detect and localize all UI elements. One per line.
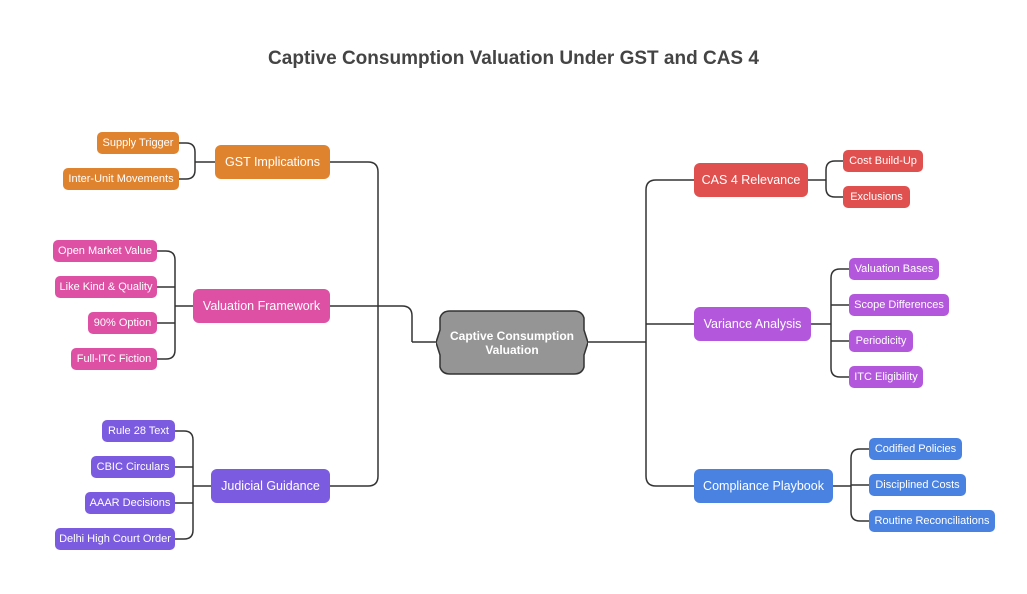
- central-node-label: Captive Consumption Valuation: [449, 328, 574, 357]
- leaf-rule-28-text[interactable]: Rule 28 Text: [102, 420, 175, 442]
- leaf-exclusions[interactable]: Exclusions: [843, 186, 910, 208]
- leaf-90-percent-option[interactable]: 90% Option: [88, 312, 157, 334]
- leaf-aaar-decisions[interactable]: AAAR Decisions: [85, 492, 175, 514]
- leaf-itc-eligibility[interactable]: ITC Eligibility: [849, 366, 923, 388]
- branch-judicial-guidance[interactable]: Judicial Guidance: [211, 469, 330, 503]
- branch-variance-analysis[interactable]: Variance Analysis: [694, 307, 811, 341]
- leaf-valuation-bases[interactable]: Valuation Bases: [849, 258, 939, 280]
- leaf-delhi-high-court-order[interactable]: Delhi High Court Order: [55, 528, 175, 550]
- leaf-open-market-value[interactable]: Open Market Value: [53, 240, 157, 262]
- central-node[interactable]: Captive Consumption Valuation: [436, 310, 588, 375]
- branch-valuation-framework[interactable]: Valuation Framework: [193, 289, 330, 323]
- leaf-full-itc-fiction[interactable]: Full-ITC Fiction: [71, 348, 157, 370]
- leaf-codified-policies[interactable]: Codified Policies: [869, 438, 962, 460]
- leaf-routine-reconciliations[interactable]: Routine Reconciliations: [869, 510, 995, 532]
- leaf-supply-trigger[interactable]: Supply Trigger: [97, 132, 179, 154]
- leaf-scope-differences[interactable]: Scope Differences: [849, 294, 949, 316]
- leaf-cbic-circulars[interactable]: CBIC Circulars: [91, 456, 175, 478]
- leaf-cost-build-up[interactable]: Cost Build-Up: [843, 150, 923, 172]
- leaf-inter-unit-movements[interactable]: Inter-Unit Movements: [63, 168, 179, 190]
- leaf-like-kind-quality[interactable]: Like Kind & Quality: [55, 276, 157, 298]
- leaf-disciplined-costs[interactable]: Disciplined Costs: [869, 474, 966, 496]
- leaf-periodicity[interactable]: Periodicity: [849, 330, 913, 352]
- branch-compliance-playbook[interactable]: Compliance Playbook: [694, 469, 833, 503]
- branch-cas4-relevance[interactable]: CAS 4 Relevance: [694, 163, 808, 197]
- diagram-title: Captive Consumption Valuation Under GST …: [268, 48, 759, 69]
- branch-gst-implications[interactable]: GST Implications: [215, 145, 330, 179]
- central-node-shape: [436, 310, 588, 375]
